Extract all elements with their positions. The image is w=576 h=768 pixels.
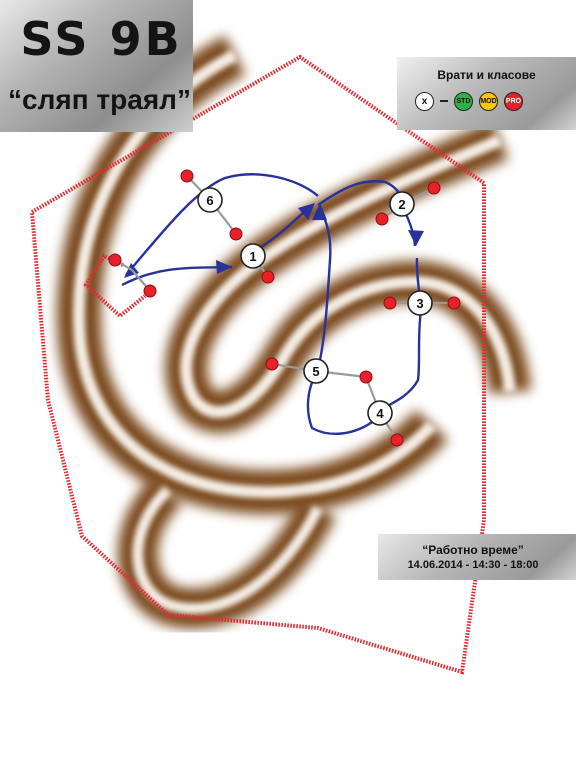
x-mark-icon: x — [415, 91, 434, 111]
waypoint-2: 2 — [389, 191, 415, 217]
std-class-icon: STD — [454, 91, 473, 111]
start-box-outline — [83, 253, 147, 319]
waypoint-5: 5 — [303, 358, 329, 384]
legend-separator — [440, 100, 448, 102]
waypoint-label: 1 — [249, 249, 256, 264]
gate-dot — [427, 181, 441, 195]
gate-dot — [180, 169, 194, 183]
stage-name: “сляп траял” — [8, 84, 191, 115]
pro-class-icon: PRO — [504, 91, 523, 111]
stage-boundary — [29, 54, 486, 675]
route-4-to-5 — [306, 377, 376, 435]
gate-dot — [265, 357, 279, 371]
working-time-value: 14.06.2014 - 14:30 - 18:00 — [407, 559, 539, 571]
waypoints: 1 2 3 4 5 6 — [197, 187, 433, 426]
waypoint-label: 2 — [398, 197, 405, 212]
arrow-jct-up — [312, 203, 327, 220]
stage-code: SS 9B — [20, 12, 183, 66]
gate-dot — [375, 212, 389, 226]
waypoint-1: 1 — [240, 243, 266, 269]
gate-dot — [143, 284, 157, 298]
gate-dot — [390, 433, 404, 447]
gate-dot — [383, 296, 397, 310]
legend-panel: Врати и класове x STD MOD PRO — [397, 57, 576, 130]
boundary-outline — [29, 54, 486, 675]
waypoint-label: 6 — [206, 193, 213, 208]
mod-class-icon: MOD — [479, 91, 498, 111]
stage-header: SS 9B “сляп траял” — [0, 0, 193, 132]
gate-dot — [108, 253, 122, 267]
gate-dot — [359, 370, 373, 384]
waypoint-6: 6 — [197, 187, 223, 213]
waypoint-label: 5 — [312, 364, 319, 379]
route-5-up — [318, 211, 332, 361]
legend-items: x STD MOD PRO — [415, 90, 529, 112]
route-arrows — [124, 203, 424, 278]
waypoint-label: 4 — [376, 406, 384, 421]
arrow-to-jct — [298, 203, 315, 220]
gate-dot — [447, 296, 461, 310]
working-time-panel: “Работно време” 14.06.2014 - 14:30 - 18:… — [378, 534, 576, 580]
terrain-trails — [57, 35, 531, 629]
gate-dot — [261, 270, 275, 284]
working-time-title: “Работно време” — [422, 543, 524, 557]
arrow-to-3 — [408, 230, 424, 246]
waypoint-3: 3 — [407, 290, 433, 316]
gate-dot — [229, 227, 243, 241]
route-3-loop — [379, 257, 422, 412]
waypoint-4: 4 — [367, 400, 393, 426]
arrow-to-1 — [216, 260, 232, 274]
gate-dots — [108, 169, 461, 447]
waypoint-label: 3 — [416, 296, 423, 311]
legend-title: Врати и класове — [437, 68, 536, 82]
route-jct-loop-to-6 — [125, 173, 319, 276]
